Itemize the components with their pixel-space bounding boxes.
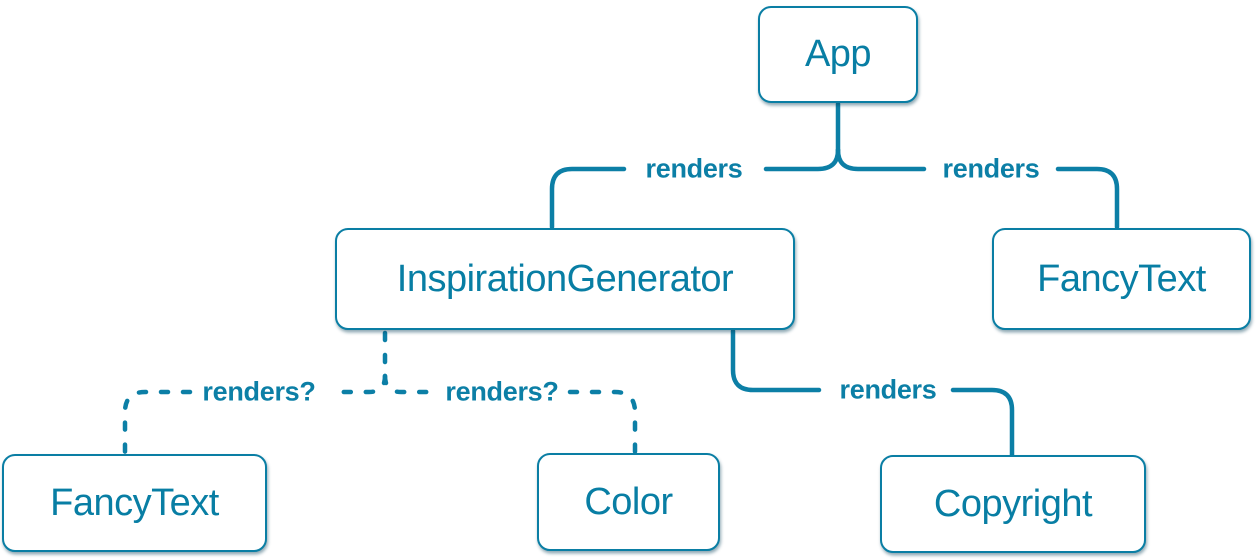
edge-inspirationgenerator-to-fancytext-a: [330, 373, 388, 395]
edge-inspirationgenerator-to-color-a: [382, 373, 436, 395]
edge-app-to-fancytext-a: [835, 147, 927, 172]
edge-label-inspirationgenerator-color: renders?: [445, 376, 559, 407]
edge-label-app-inspirationgenerator: renders: [645, 153, 743, 184]
node-copyright-label: Copyright: [933, 482, 1093, 525]
node-fancy-text-top-label: FancyText: [1037, 257, 1206, 300]
edge-app-to-inspirationgenerator-a: [763, 147, 841, 172]
edge-inspirationgenerator-to-fancytext-b: [122, 389, 193, 456]
node-copyright: Copyright: [880, 455, 1146, 553]
edge-label-inspirationgenerator-fancytext: renders?: [202, 376, 316, 407]
node-inspiration-generator: InspirationGenerator: [335, 228, 795, 330]
node-color: Color: [537, 453, 720, 551]
edge-app-to-inspirationgenerator-b: [549, 166, 627, 230]
node-app-label: App: [804, 33, 872, 75]
edge-app-to-fancytext-b: [1055, 166, 1120, 230]
node-fancy-text-top: FancyText: [992, 228, 1251, 330]
node-color-label: Color: [584, 480, 673, 523]
node-fancy-text-bottom-label: FancyText: [50, 481, 219, 524]
node-app: App: [758, 6, 918, 103]
edge-inspirationgenerator-to-copyright-b: [950, 387, 1015, 458]
edge-label-app-fancytext: renders: [942, 153, 1040, 184]
edge-inspirationgenerator-to-color-b: [567, 389, 638, 455]
node-fancy-text-bottom: FancyText: [2, 454, 267, 552]
edge-inspirationgenerator-to-copyright-a: [730, 328, 822, 393]
edge-label-inspirationgenerator-copyright: renders: [839, 374, 937, 405]
node-inspiration-generator-label: InspirationGenerator: [396, 257, 734, 300]
